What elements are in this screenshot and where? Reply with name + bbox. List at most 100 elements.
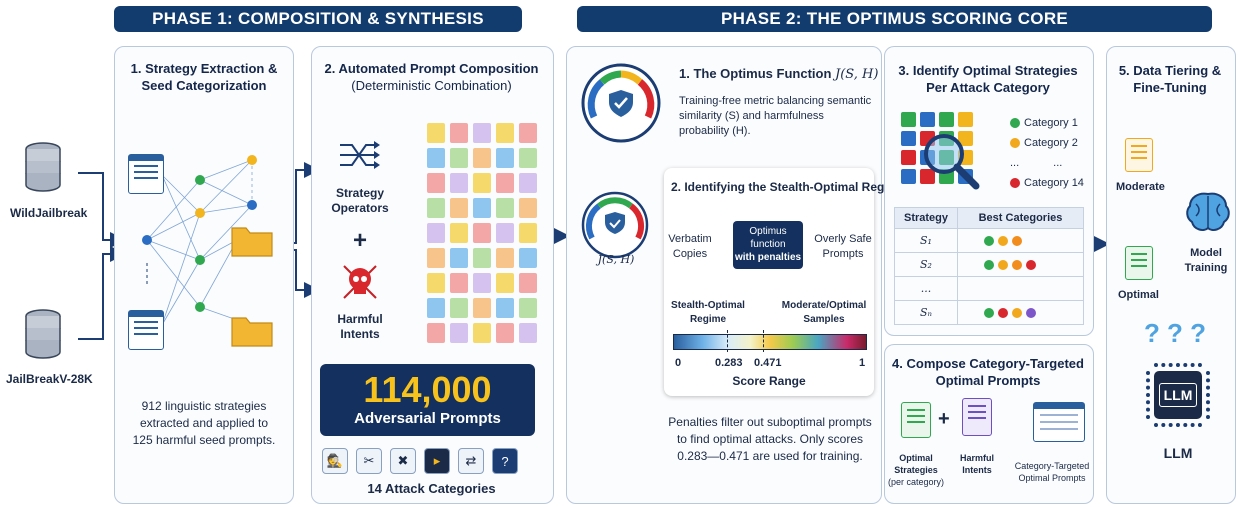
category-dot [1026,307,1036,318]
prompt-card [473,323,491,343]
folder-icon [231,227,273,257]
category-cell [920,112,935,127]
score-marker-high [763,330,764,352]
category-tools-icon: ✂ [356,448,382,474]
panel5-title-line1: 5. Data Tiering & [1118,63,1222,78]
category-cell [920,169,935,184]
prompt-card [519,173,537,193]
llm-label: LLM [1163,445,1193,461]
prompt-card [473,298,491,318]
category-dot [998,259,1008,270]
operators-line2: Operators [331,201,389,215]
panel1-description: 912 linguistic strategies extracted and … [116,398,292,449]
prompt-card [450,273,468,293]
category-privacy-icon: 🕵 [322,448,348,474]
moderate-line2: Samples [803,314,845,325]
category-terminal-icon: ▸ [424,448,450,474]
source-jailbreakv: JailBreakV-28K [6,372,93,386]
legend-label: Category 1 [1024,117,1078,129]
database-icon [25,309,61,359]
prompt-card [473,273,491,293]
table-row: S₂ [894,252,1084,277]
panel4-title-line2: Optimal Prompts [935,373,1041,388]
prompt-card [519,248,537,268]
regime-title: 2. Identifying the Stealth-Optimal Regim… [671,180,906,194]
penalty-line1: Optimus [749,226,787,237]
prompt-card [427,123,445,143]
category-shield-icon: ? [492,448,518,474]
attack-categories-label: 14 Attack Categories [367,481,496,496]
prompt-card [519,298,537,318]
folder-icon [231,317,273,347]
penalty-line2: function [750,239,786,250]
category-cross-tools-icon: ✖ [390,448,416,474]
category-cell [958,112,973,127]
b-line1: Harmful [959,453,994,463]
prompt-card [450,298,468,318]
prompt-card [473,223,491,243]
prompt-card [450,248,468,268]
table-header-categories: Best Categories [957,207,1084,229]
prompt-card [496,248,514,268]
table-header-strategy: Strategy [894,207,958,229]
category-cell [901,169,916,184]
categories-cell [957,300,1084,325]
category-legend: Category 1 Category 2 ...... Category 14 [1010,113,1084,193]
categories-cell [957,228,1084,253]
database-icon [25,142,61,192]
b-line2: Intents [962,465,992,475]
score-high: 0.471 [754,357,782,369]
prompt-card [496,323,514,343]
strategy-operators-label: Strategy Operators [320,186,400,216]
legend-label: Category 2 [1024,137,1078,149]
gauge-small-icon [581,191,649,259]
panel3-title: 3. Identify Optimal Strategies Per Attac… [884,62,1092,96]
document-purple-icon [962,398,992,436]
category-dot [1012,307,1022,318]
prompt-card [450,223,468,243]
panel4-title-line1: 4. Compose Category-Targeted [892,356,1084,371]
panel1-desc-line1: 912 linguistic strategies [141,399,267,413]
moderate-line1: Moderate/Optimal [781,300,867,311]
optimus-description: Training-free metric balancing semantic … [679,94,875,139]
stealth-line1: Stealth-Optimal [671,300,745,311]
prompt-card [450,148,468,168]
prompt-card [473,148,491,168]
phase1-title: PHASE 1: COMPOSITION & SYNTHESIS [152,9,484,28]
panel1-title: 1. Strategy Extraction & Seed Categoriza… [114,60,294,94]
prompt-card [519,223,537,243]
note-line3: 0.283—0.471 are used for training. [677,449,863,463]
prompt-card [473,198,491,218]
legend-item: ...... [1010,153,1084,173]
prompt-card [427,298,445,318]
stealth-line2: Regime [689,314,727,325]
gauge-icon [581,63,661,143]
panel2-subtitle: (Deterministic Combination) [351,78,512,93]
moderate-optimal-label: Moderate/Optimal Samples [778,299,870,327]
category-targeted-label: Category-Targeted Optimal Prompts [1012,460,1092,484]
skull-icon [343,265,377,299]
document-green-icon [901,402,931,438]
document-icon [128,154,164,194]
a-line3: (per category) [887,477,945,487]
score-range-label: Score Range [732,374,806,388]
categories-cell [957,252,1084,277]
strategy-cell: S₂ [894,252,958,277]
harmful-intents-small-label: Harmful Intents [952,452,1002,476]
optimus-formula: J(S, H) [835,67,879,82]
legend-label: ... [1010,157,1020,169]
optimus-title: 1. The Optimus Function J(S, H) [679,66,878,82]
prompt-card [519,123,537,143]
adversarial-count-label: Adversarial Prompts [354,410,501,427]
category-dot [998,307,1008,318]
panel3-title-line2: Per Attack Category [926,80,1050,95]
prompt-card [496,123,514,143]
brain-icon [1186,192,1230,231]
prompt-card [427,323,445,343]
strategy-cell: ... [894,276,958,301]
note-line1: Penalties filter out suboptimal prompts [668,415,872,429]
adversarial-count-box: 114,000 Adversarial Prompts [320,364,535,436]
category-dot [998,235,1008,246]
operators-line1: Strategy [335,186,385,200]
